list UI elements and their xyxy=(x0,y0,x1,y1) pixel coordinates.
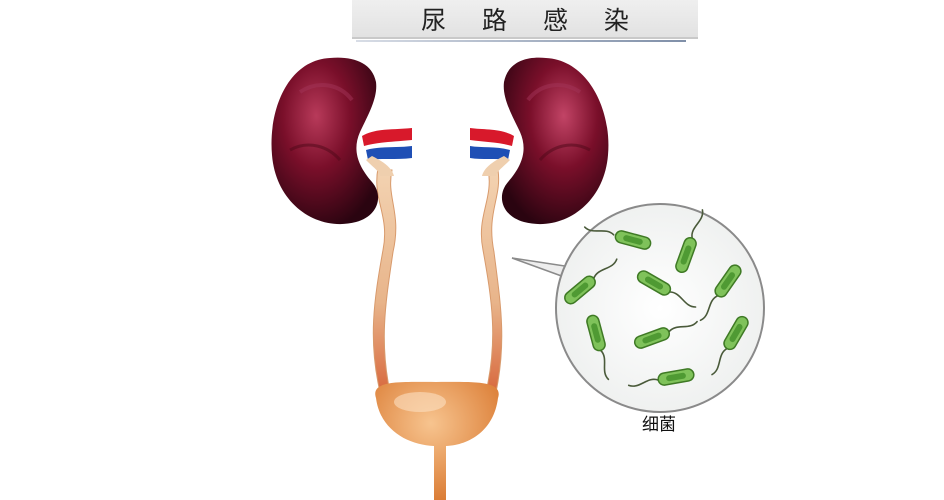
bladder xyxy=(375,381,499,500)
page-title: 尿 路 感 染 xyxy=(421,5,643,35)
bacterium xyxy=(711,315,749,376)
right-renal-vessels xyxy=(470,128,514,176)
title-bar: 尿 路 感 染 xyxy=(352,0,698,39)
bacterium xyxy=(636,270,697,308)
title-underline xyxy=(356,40,686,42)
bacterium xyxy=(583,226,652,250)
bacteria-cluster xyxy=(564,209,749,387)
left-renal-vessels xyxy=(362,128,412,176)
bacterium xyxy=(633,320,698,349)
bacterium xyxy=(564,258,618,305)
right-kidney xyxy=(501,57,609,225)
right-ureter xyxy=(480,167,503,393)
bacterium xyxy=(675,209,704,274)
bacterium xyxy=(586,314,610,381)
bacteria-label: 细菌 xyxy=(642,415,676,435)
left-kidney xyxy=(271,57,379,225)
bacteria-magnifier xyxy=(555,203,765,413)
bacterium xyxy=(699,264,742,322)
bacterium xyxy=(627,368,695,387)
